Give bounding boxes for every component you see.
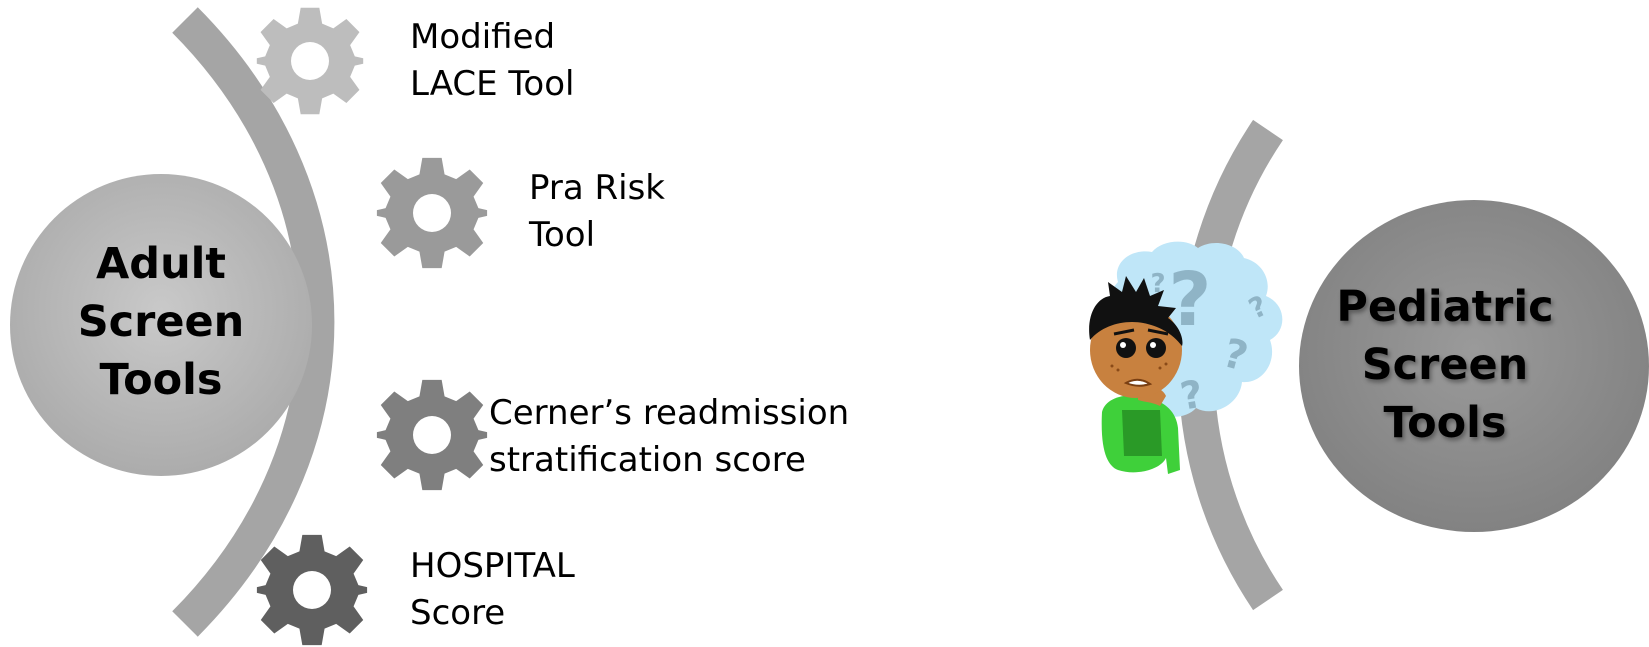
tool-label-line: Tool [529,215,596,255]
gear-icon [256,534,368,646]
adult-screen-tools-label: Adult Screen Tools [50,235,272,409]
hub-line: Tools [1383,398,1507,448]
shirt-shade [1122,410,1162,456]
tool-label-line: stratification score [489,440,806,480]
tool-label-line: Score [410,593,506,633]
left-arc [172,7,335,637]
confused-person-icon: ? ? ? ? ? [1089,241,1283,474]
person-hair [1089,276,1183,346]
person-mouth [1123,378,1153,387]
tool-label-line: LACE Tool [410,64,575,104]
pediatric-screen-tools-label: Pediatric Screen Tools [1300,278,1590,452]
hub-line: Pediatric [1336,282,1554,332]
tool-label-pra-risk: Pra Risk Tool [529,165,665,259]
gear-icon [376,157,488,269]
hub-line: Tools [99,355,223,405]
tool-label-hospital-score: HOSPITAL Score [410,543,575,637]
gear-icon [376,379,488,491]
left-hub-circle [10,174,312,476]
right-hub-circle [1299,200,1649,532]
tool-label-line: HOSPITAL [410,546,575,586]
tool-label-cerner-readmission: Cerner’s readmission stratification scor… [489,390,849,484]
tool-label-modified-lace: Modified LACE Tool [410,14,574,108]
tool-label-line: Modified [410,17,556,57]
hub-line: Adult [96,239,226,289]
person-eye [1116,338,1136,358]
tool-label-line: Pra Risk [529,168,665,208]
gear-icon [256,7,364,115]
tool-label-line: Cerner’s readmission [489,393,850,433]
hub-line: Screen [1361,340,1529,390]
person-eye [1146,338,1166,358]
hub-line: Screen [77,297,245,347]
